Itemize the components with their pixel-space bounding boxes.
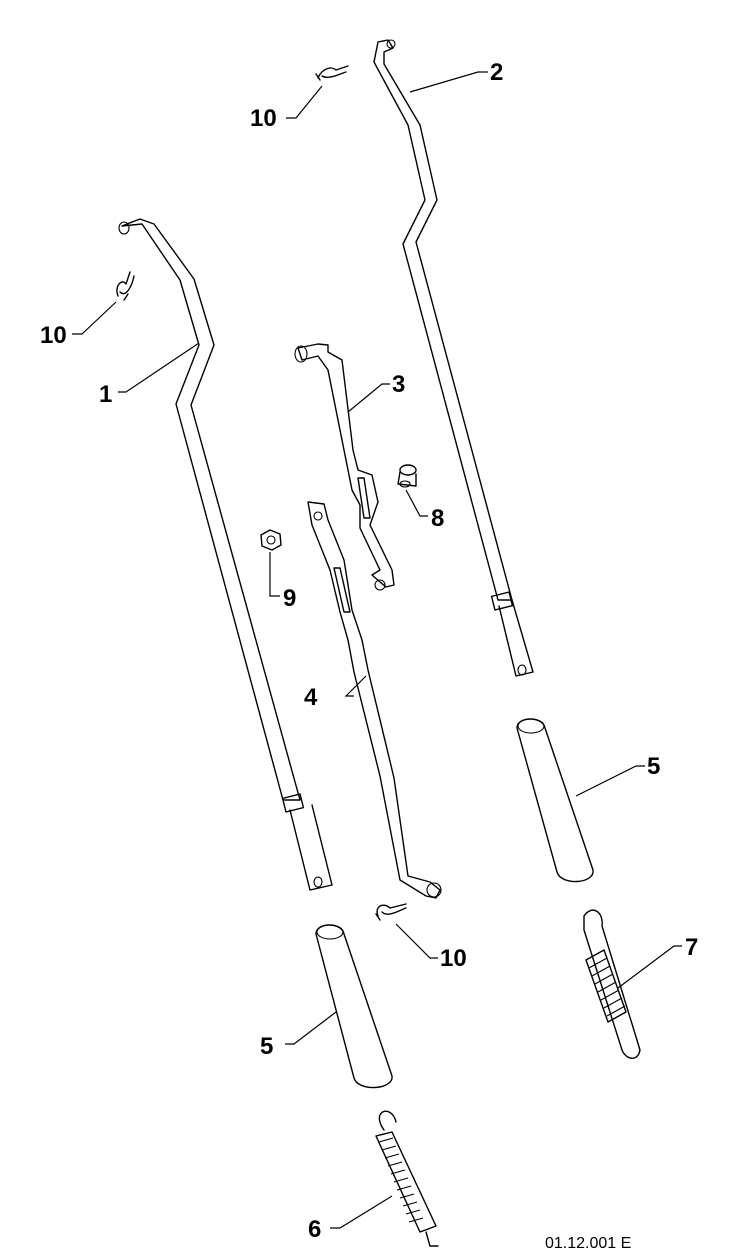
callout-10-lower: 10 (440, 945, 467, 972)
part-3-link (294, 343, 395, 591)
part-4-link (307, 501, 442, 899)
callout-9: 9 (283, 585, 296, 612)
callout-1: 1 (99, 381, 112, 408)
callout-2: 2 (490, 59, 503, 86)
callout-labels: 1 2 3 4 5 5 6 7 8 9 10 10 10 (40, 59, 698, 1243)
drawing-code: 01.12.001 E (545, 1235, 631, 1250)
part-7-spring (583, 909, 641, 1059)
part-10-clip-left (116, 271, 135, 301)
part-5-grip-lower (315, 924, 393, 1089)
part-10-clip-top (315, 65, 349, 81)
part-10-clip-lower (375, 903, 407, 921)
callout-8: 8 (431, 505, 444, 532)
callout-4: 4 (304, 684, 318, 711)
callout-3: 3 (392, 371, 405, 398)
callout-7: 7 (685, 934, 698, 961)
part-2-rod (373, 39, 534, 677)
callout-10-top: 10 (250, 105, 277, 132)
callout-5-upper: 5 (647, 753, 660, 780)
part-8-bolt (397, 464, 417, 488)
callout-5-lower: 5 (260, 1033, 273, 1060)
part-9-nut (260, 529, 282, 551)
part-5-grip-upper (516, 718, 594, 883)
callout-6: 6 (308, 1216, 321, 1243)
part-1-rod (118, 218, 333, 891)
leader-lines (72, 71, 682, 1229)
callout-10-left: 10 (40, 322, 67, 349)
part-6-spring (375, 1110, 439, 1247)
